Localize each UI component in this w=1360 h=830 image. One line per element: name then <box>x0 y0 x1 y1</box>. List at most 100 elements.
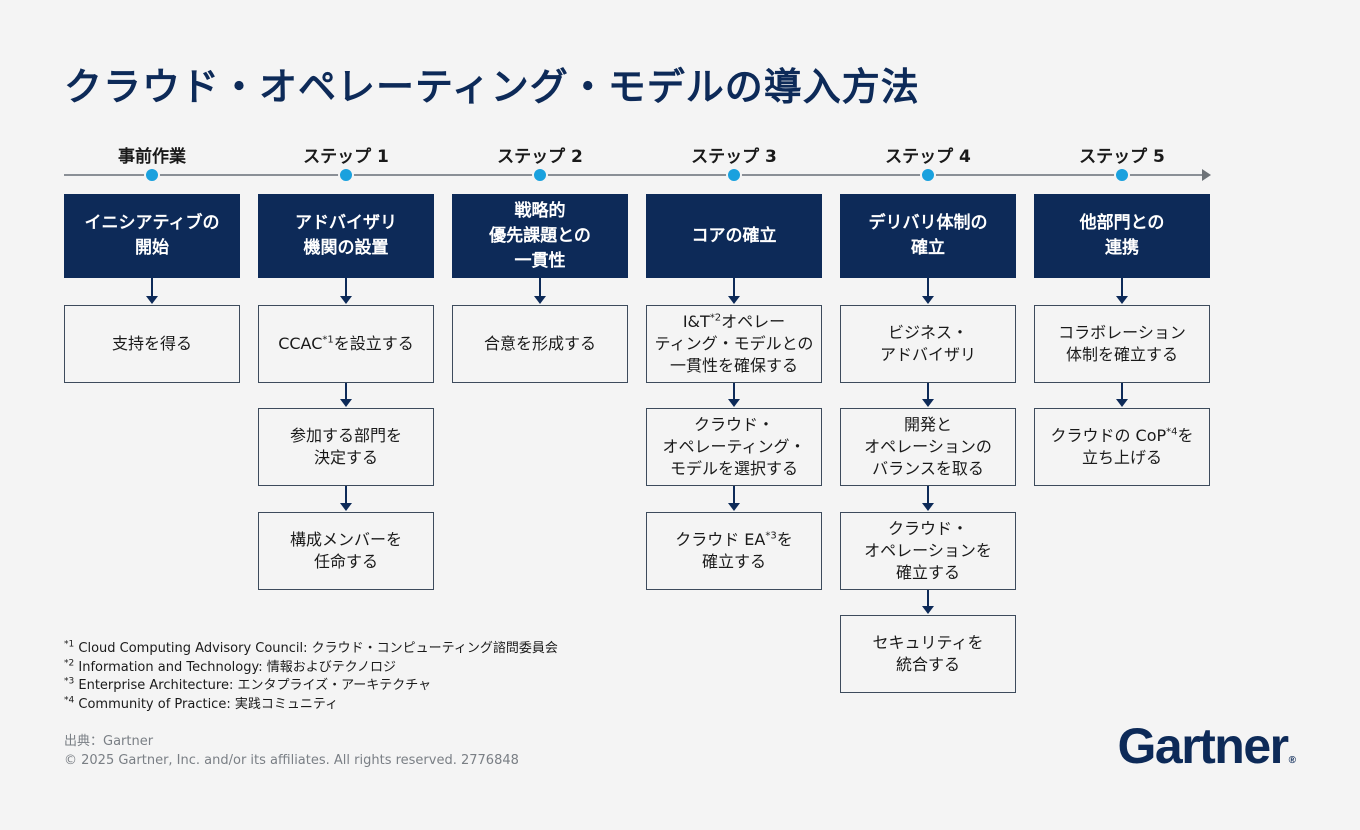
page-title: クラウド・オペレーティング・モデルの導入方法 <box>64 65 920 109</box>
step-header-text: デリバリ体制の 確立 <box>868 213 988 258</box>
step-header-text: イニシアティブの 開始 <box>84 213 220 258</box>
task-text: 開発と オペレーションの バランスを取る <box>864 414 992 480</box>
task-text-main: セキュリティを 統合する <box>872 633 984 674</box>
task-text: 参加する部門を 決定する <box>290 425 402 469</box>
gartner-logo: Gartner® <box>1118 717 1297 775</box>
step-column: ステップ 3 コアの確立 I&T*2オペレー ティング・モデルとの 一貫性を確保する… <box>646 0 822 830</box>
step-label: ステップ 4 <box>885 147 971 167</box>
step-column: 事前作業イニシアティブの 開始支持を得る <box>64 0 240 830</box>
task-box: CCAC*1を設立する <box>258 305 434 383</box>
connector-line <box>733 278 735 297</box>
task-text-main: 支持を得る <box>111 334 192 353</box>
footnote-mark: *3 <box>64 676 75 687</box>
timeline-dot <box>1114 167 1130 183</box>
footnote-marker: *1 <box>322 334 334 346</box>
task-text: 合意を形成する <box>484 333 596 355</box>
task-text: I&T*2オペレー ティング・モデルとの 一貫性を確保する <box>655 311 814 377</box>
footnotes: *1 Cloud Computing Advisory Council: クラウ… <box>64 640 558 714</box>
footnote-mark: *4 <box>64 695 75 706</box>
step-label: ステップ 5 <box>1079 147 1165 167</box>
task-box: クラウド・ オペレーションを 確立する <box>840 512 1016 590</box>
step-header-text: コアの確立 <box>691 225 777 246</box>
connector-arrowhead <box>922 399 934 407</box>
footnote-mark: *1 <box>64 639 75 650</box>
step-header: 他部門との 連携 <box>1034 194 1210 278</box>
copyright-text: © 2025 Gartner, Inc. and/or its affiliat… <box>64 753 519 768</box>
step-header: アドバイザリ 機関の設置 <box>258 194 434 278</box>
step-column: ステップ 2 戦略的 優先課題との 一貫性合意を形成する <box>452 0 628 830</box>
footnote-marker: *2 <box>709 312 722 324</box>
task-text-main: ビジネス・ アドバイザリ <box>879 323 976 364</box>
connector-line <box>927 486 929 504</box>
task-text-main: I&T <box>682 312 710 331</box>
footnote-item: *3 Enterprise Architecture: エンタプライズ・アーキテ… <box>64 677 558 696</box>
registered-mark: ® <box>1288 755 1296 766</box>
task-text-after: を設立する <box>333 334 414 353</box>
task-box: クラウド EA*3を 確立する <box>646 512 822 590</box>
task-text-main: 参加する部門を 決定する <box>289 426 402 467</box>
task-text: セキュリティを 統合する <box>872 632 983 676</box>
connector-arrowhead <box>340 399 352 407</box>
connector-arrowhead <box>146 296 158 304</box>
task-text: クラウド・ オペレーティング・ モデルを選択する <box>662 414 805 480</box>
connector-line <box>345 383 347 400</box>
footnote-item: *2 Information and Technology: 情報およびテクノロ… <box>64 659 558 678</box>
connector-line <box>345 278 347 297</box>
task-text-main: クラウド・ オペレーティング・ モデルを選択する <box>662 415 806 478</box>
task-text-after: オペレー ティング・モデルとの 一貫性を確保する <box>654 312 814 375</box>
task-text-main: 構成メンバーを 任命する <box>289 530 402 571</box>
task-box: 構成メンバーを 任命する <box>258 512 434 590</box>
task-text-main: コラボレーション 体制を確立する <box>1058 323 1186 364</box>
footnote-item: *4 Community of Practice: 実践コミュニティ <box>64 696 558 715</box>
task-box: ビジネス・ アドバイザリ <box>840 305 1016 383</box>
task-text-main: 合意を形成する <box>483 334 596 353</box>
logo-text: Gartner <box>1117 718 1290 774</box>
task-box: クラウド・ オペレーティング・ モデルを選択する <box>646 408 822 486</box>
source-text: 出典：Gartner <box>64 734 154 749</box>
connector-line <box>927 590 929 607</box>
connector-line <box>345 486 347 504</box>
footnote-marker: *3 <box>765 530 777 542</box>
step-column: ステップ 4 デリバリ体制の 確立ビジネス・ アドバイザリ開発と オペレーションの… <box>840 0 1016 830</box>
timeline-dot <box>726 167 742 183</box>
timeline-dot <box>338 167 354 183</box>
step-header-text: アドバイザリ 機関の設置 <box>295 213 397 258</box>
connector-line <box>539 278 541 297</box>
connector-arrowhead <box>534 296 546 304</box>
connector-arrowhead <box>728 296 740 304</box>
task-box: I&T*2オペレー ティング・モデルとの 一貫性を確保する <box>646 305 822 383</box>
step-label: ステップ 2 <box>497 147 583 167</box>
source-block: 出典：Gartner © 2025 Gartner, Inc. and/or i… <box>64 732 519 770</box>
footnote-text: Cloud Computing Advisory Council: クラウド・コ… <box>78 641 558 656</box>
connector-line <box>733 383 735 400</box>
task-box: 支持を得る <box>64 305 240 383</box>
footnote-mark: *2 <box>64 658 75 669</box>
connector-line <box>927 278 929 297</box>
timeline-dot <box>144 167 160 183</box>
task-box: クラウドの CoP*4を 立ち上げる <box>1034 408 1210 486</box>
step-label: ステップ 3 <box>691 147 777 167</box>
step-header: 戦略的 優先課題との 一貫性 <box>452 194 628 278</box>
timeline-dot <box>920 167 936 183</box>
timeline-arrowhead <box>1202 169 1211 181</box>
task-text-main: クラウド・ オペレーションを 確立する <box>864 519 992 582</box>
task-text-main: CCAC <box>278 334 323 353</box>
connector-arrowhead <box>922 606 934 614</box>
task-text: 構成メンバーを 任命する <box>290 529 402 573</box>
connector-arrowhead <box>728 399 740 407</box>
task-text-main: クラウドの CoP <box>1050 426 1167 445</box>
task-text-main: 開発と オペレーションの バランスを取る <box>864 415 992 478</box>
task-text-main: クラウド EA <box>675 530 766 549</box>
connector-line <box>733 486 735 504</box>
step-label: ステップ 1 <box>303 147 389 167</box>
connector-line <box>927 383 929 400</box>
connector-arrowhead <box>340 503 352 511</box>
task-box: 参加する部門を 決定する <box>258 408 434 486</box>
connector-line <box>1121 278 1123 297</box>
connector-arrowhead <box>922 503 934 511</box>
task-box: 合意を形成する <box>452 305 628 383</box>
step-column: ステップ 1 アドバイザリ 機関の設置 CCAC*1を設立する参加する部門を 決定す… <box>258 0 434 830</box>
task-text: クラウドの CoP*4を 立ち上げる <box>1050 425 1193 469</box>
task-box: 開発と オペレーションの バランスを取る <box>840 408 1016 486</box>
timeline-line <box>64 174 1204 176</box>
